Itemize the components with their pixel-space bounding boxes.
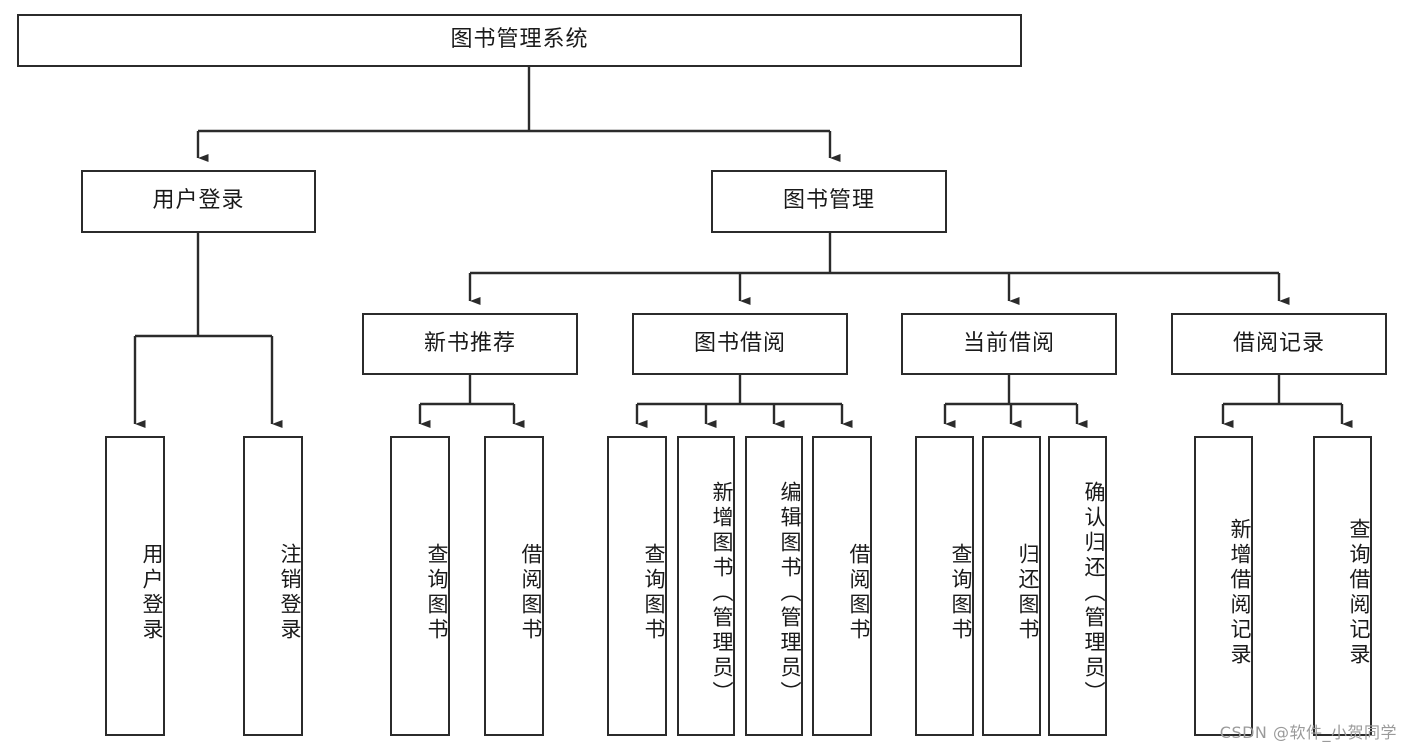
node-label: 用户登录 (140, 543, 164, 643)
node-current-borrow[interactable]: 当前借阅 (901, 313, 1117, 375)
node-user-login[interactable]: 用户登录 (81, 170, 316, 233)
node-label: 归还图书 (1016, 543, 1040, 643)
node-label: 新增图书（管理员） (710, 480, 734, 706)
node-leaf-add-record[interactable]: 新增借阅记录 (1194, 436, 1253, 736)
node-label: 新书推荐 (423, 330, 516, 356)
node-label: 确认归还（管理员） (1082, 480, 1106, 706)
node-label: 注销登录 (278, 543, 302, 643)
node-root-system[interactable]: 图书管理系统 (17, 14, 1022, 67)
node-label: 查询图书 (425, 543, 449, 643)
node-label: 新增借阅记录 (1228, 518, 1252, 668)
node-label: 查询图书 (642, 543, 666, 643)
node-label: 借阅记录 (1232, 330, 1325, 356)
node-book-borrow[interactable]: 图书借阅 (632, 313, 848, 375)
node-leaf-query-book-3[interactable]: 查询图书 (915, 436, 974, 736)
node-leaf-query-record[interactable]: 查询借阅记录 (1313, 436, 1372, 736)
node-label: 图书借阅 (693, 330, 786, 356)
node-label: 图书管理 (782, 188, 875, 214)
node-label: 借阅图书 (519, 543, 543, 643)
node-label: 查询借阅记录 (1347, 518, 1371, 668)
node-leaf-logout[interactable]: 注销登录 (243, 436, 303, 736)
node-leaf-user-login[interactable]: 用户登录 (105, 436, 165, 736)
node-leaf-confirm-return[interactable]: 确认归还（管理员） (1048, 436, 1107, 736)
node-label: 借阅图书 (847, 543, 871, 643)
node-borrow-record[interactable]: 借阅记录 (1171, 313, 1387, 375)
node-leaf-edit-book[interactable]: 编辑图书（管理员） (745, 436, 803, 736)
watermark: CSDN @软件_小贺同学 (1219, 723, 1397, 742)
node-book-manage[interactable]: 图书管理 (711, 170, 947, 233)
node-leaf-borrow-book-2[interactable]: 借阅图书 (812, 436, 872, 736)
node-leaf-add-book[interactable]: 新增图书（管理员） (677, 436, 735, 736)
node-label: 用户登录 (152, 188, 245, 214)
node-leaf-borrow-book-1[interactable]: 借阅图书 (484, 436, 544, 736)
node-leaf-return-book[interactable]: 归还图书 (982, 436, 1041, 736)
node-label: 图书管理系统 (450, 27, 589, 53)
node-leaf-query-book-2[interactable]: 查询图书 (607, 436, 667, 736)
node-label: 当前借阅 (962, 330, 1055, 356)
node-label: 查询图书 (949, 543, 973, 643)
node-label: 编辑图书（管理员） (778, 480, 802, 706)
node-new-book-recommend[interactable]: 新书推荐 (362, 313, 578, 375)
node-leaf-query-book-1[interactable]: 查询图书 (390, 436, 450, 736)
